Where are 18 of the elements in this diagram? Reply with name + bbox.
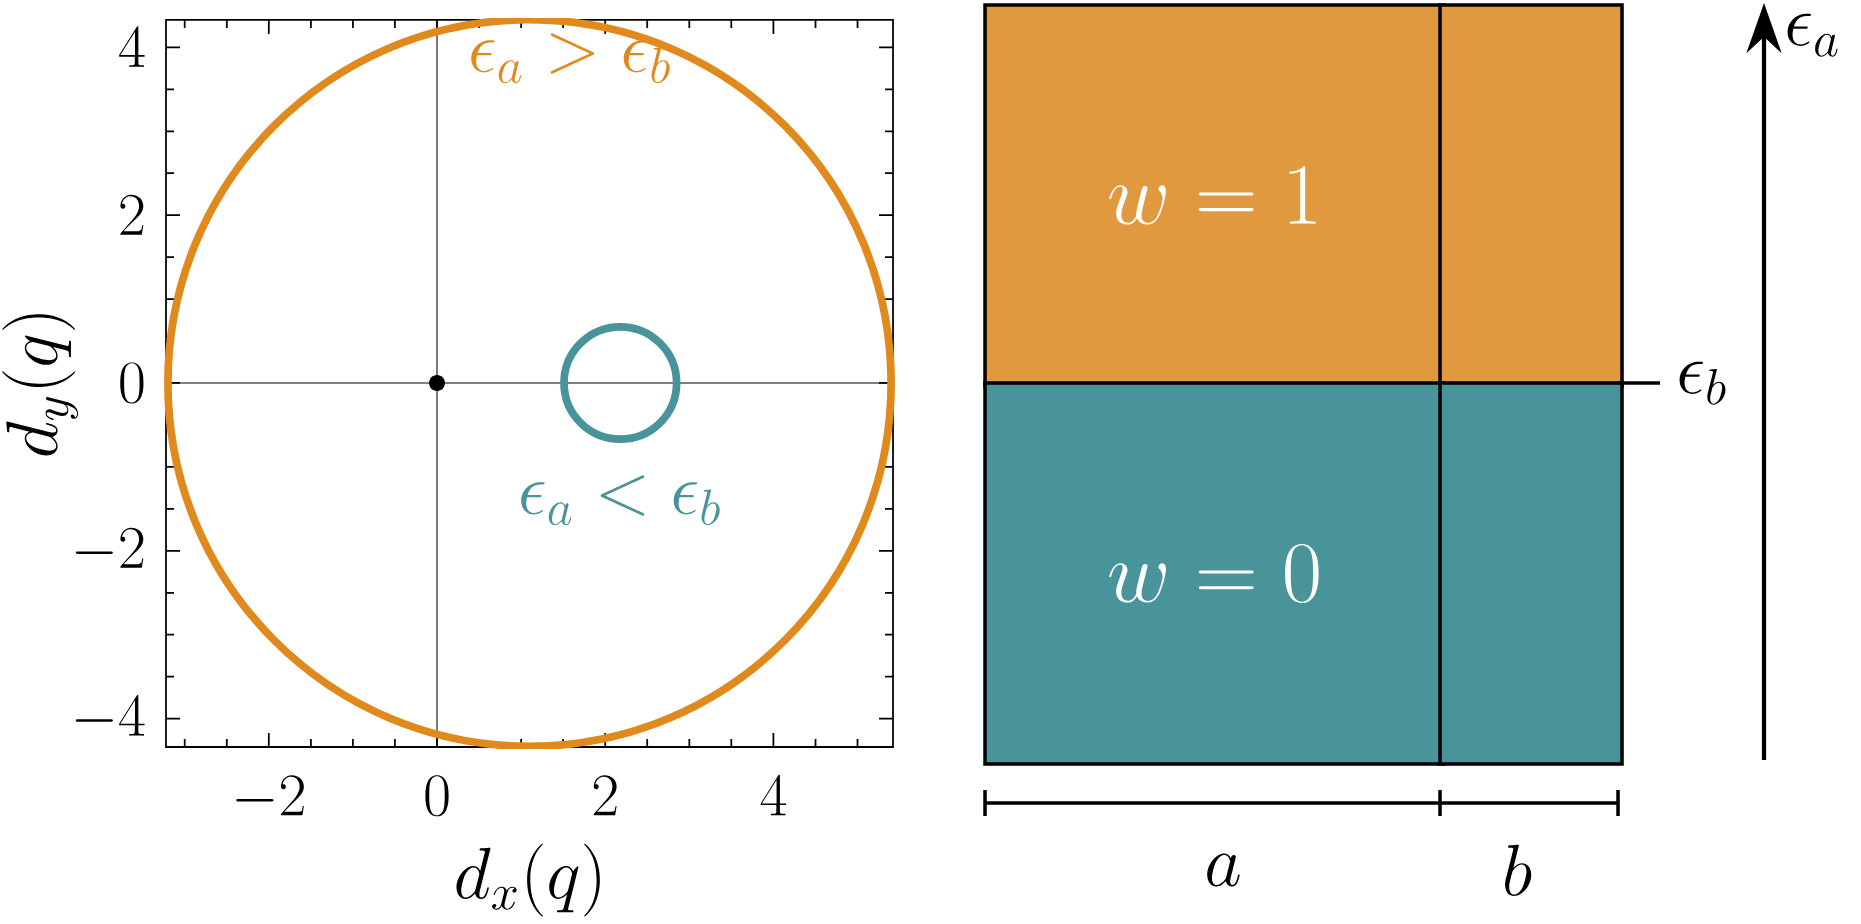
tick-label: $2$ [120, 194, 144, 235]
region-box [1438, 381, 1624, 766]
axis-label: $\epsilon_b$ [1679, 361, 1726, 405]
tick-label: $0$ [120, 362, 144, 404]
axis-label: $d_y(q)$ [2, 314, 79, 456]
tick-label: $-2$ [236, 775, 304, 816]
tick-label: $-4$ [75, 695, 145, 736]
curve-label: $\epsilon_a < \epsilon_b$ [521, 475, 720, 526]
tick-label: $4$ [760, 774, 787, 816]
tick-label: $0$ [425, 775, 449, 817]
tick-label: $2$ [593, 775, 617, 816]
dimension-label: $b$ [1505, 844, 1532, 896]
axis-label: $d_x(q)$ [456, 843, 600, 917]
curve-label: $\epsilon_a > \epsilon_b$ [471, 33, 670, 84]
dimension-label: $a$ [1207, 853, 1240, 887]
axis-label: $\epsilon_a$ [1787, 13, 1838, 57]
tick-label: $-2$ [75, 527, 144, 568]
tick-label: $4$ [119, 26, 145, 67]
